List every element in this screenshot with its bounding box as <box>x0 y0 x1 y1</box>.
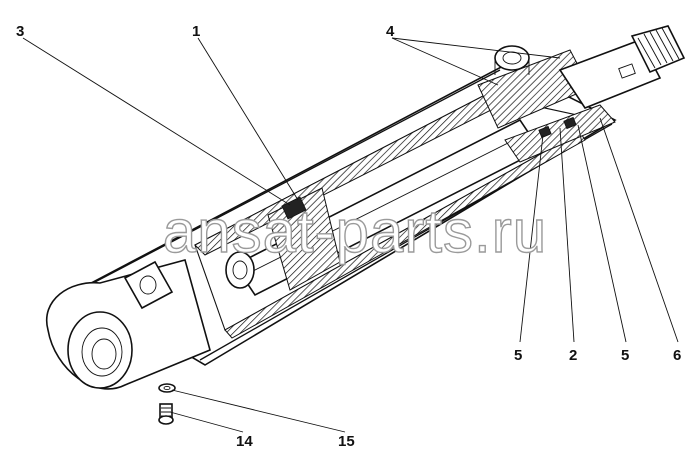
callout-15: 15 <box>338 433 355 450</box>
callout-1: 1 <box>192 23 200 40</box>
callout-labels: 3 1 4 5 2 5 6 14 15 <box>16 23 681 450</box>
callout-6: 6 <box>673 347 681 364</box>
callout-3: 3 <box>16 23 24 40</box>
watermark-text: ansat-parts.ru <box>163 198 547 265</box>
callout-14: 14 <box>236 433 253 450</box>
rod-extension <box>558 25 686 109</box>
callout-5b: 5 <box>621 347 629 364</box>
clevis-eye <box>45 259 211 390</box>
screw-and-washer <box>158 383 176 425</box>
leader-lines <box>22 37 679 433</box>
piston-rod <box>225 118 542 297</box>
callout-5a: 5 <box>514 347 522 364</box>
callout-2: 2 <box>569 347 577 364</box>
callout-4: 4 <box>386 23 395 40</box>
